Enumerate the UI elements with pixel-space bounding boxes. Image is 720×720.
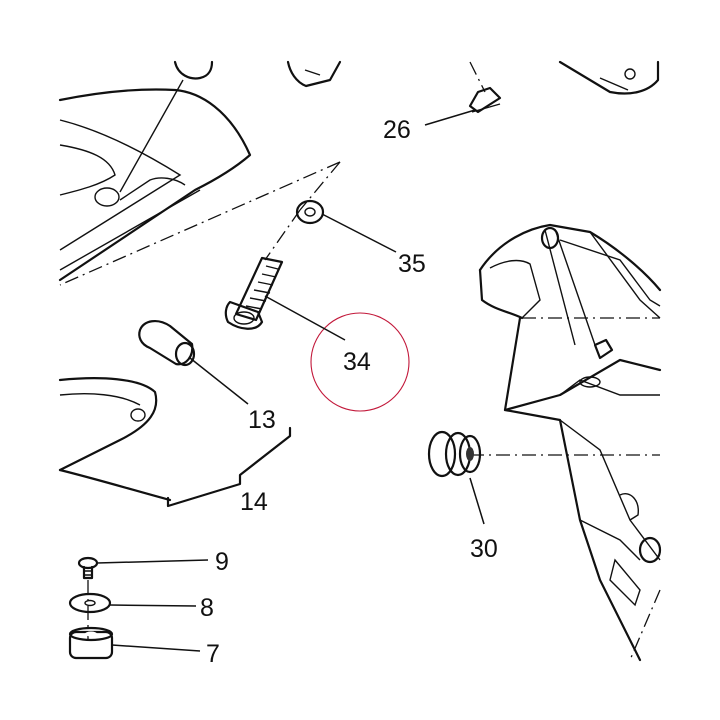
part-8-washer [68, 592, 112, 614]
leader-lines [96, 109, 485, 652]
part-35-washer [295, 199, 325, 225]
part-30-grommet [427, 430, 482, 478]
callout-9: 9 [215, 548, 229, 576]
callout-13: 13 [248, 406, 276, 434]
callout-7: 7 [206, 640, 220, 668]
top-center-fragment [286, 60, 342, 88]
part-13-cap [138, 320, 196, 367]
top-right-fragment [558, 60, 660, 95]
part-7-rubber-grommet [68, 626, 114, 660]
part-34-bolt [224, 256, 284, 330]
callout-8: 8 [200, 594, 214, 622]
part-9-screw [77, 556, 99, 580]
callout-35: 35 [398, 250, 426, 278]
callout-30: 30 [470, 535, 498, 563]
callout-26: 26 [383, 116, 411, 144]
part-14-cover [58, 377, 292, 508]
upper-left-bracket [58, 60, 252, 282]
part-26-clip [468, 61, 502, 114]
callout-14: 14 [240, 488, 268, 516]
callout-34: 34 [343, 348, 371, 376]
frame-assembly [478, 223, 662, 662]
highlight-circle [310, 312, 410, 412]
